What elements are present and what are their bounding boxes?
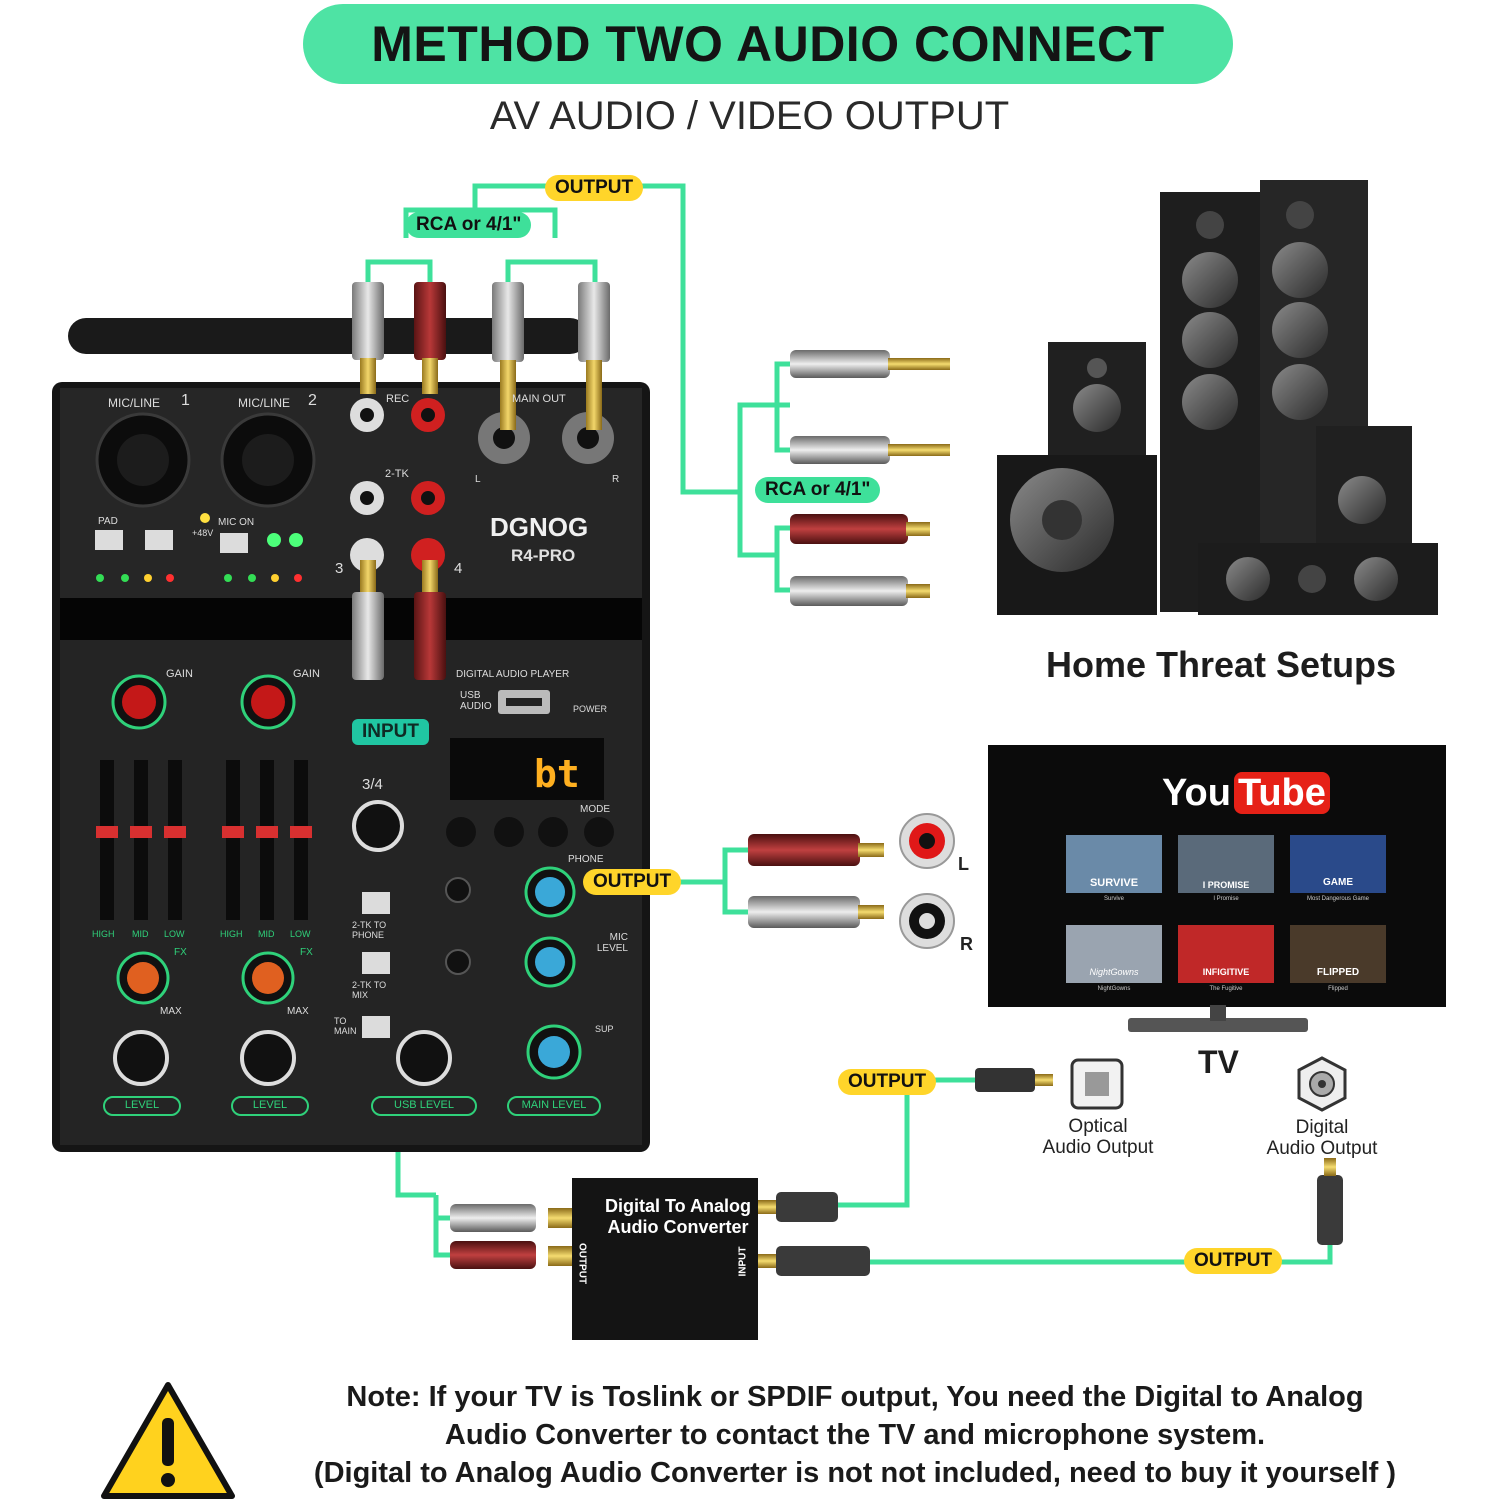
rca-right-label: R bbox=[960, 934, 973, 954]
note-line-2: Audio Converter to contact the TV and mi… bbox=[444, 1419, 1266, 1451]
ch3-label: 3 bbox=[335, 560, 344, 577]
optical-output-label: Optical Audio Output bbox=[1042, 1116, 1154, 1158]
fx-label-1: FX bbox=[174, 947, 187, 958]
rca-left-label: L bbox=[958, 854, 969, 874]
two-tk-to-phone-label: 2-TK TO PHONE bbox=[352, 920, 387, 940]
to-main-label: TO MAIN bbox=[334, 1016, 357, 1036]
converter-title-line1: Digital To Analog bbox=[605, 1196, 751, 1216]
eq-low-2: LOW bbox=[290, 929, 311, 939]
mixer-model: R4-PRO bbox=[511, 546, 576, 565]
thumb-sub-6: Flipped bbox=[1328, 986, 1348, 992]
speakers-caption: Home Threat Setups bbox=[1046, 644, 1397, 685]
thumb-sub-1: Survive bbox=[1103, 896, 1124, 902]
level-label-2: LEVEL bbox=[252, 1099, 288, 1111]
converter-input-label: INPUT bbox=[737, 1246, 749, 1277]
youtube-you: You bbox=[1162, 772, 1231, 814]
port-icons bbox=[1070, 1056, 1347, 1112]
tv-set bbox=[988, 745, 1446, 1032]
output-tag-optical: OUTPUT bbox=[838, 1069, 937, 1095]
eq-mid-2: MID bbox=[258, 929, 275, 939]
mic-on-label: MIC ON bbox=[218, 517, 255, 528]
eq-mid-1: MID bbox=[132, 929, 149, 939]
usb-level-label: USB LEVEL bbox=[394, 1099, 454, 1111]
phantom-label: +48V bbox=[192, 528, 214, 538]
eq-high-1: HIGH bbox=[92, 929, 115, 939]
ch1-label: MIC/LINE bbox=[108, 396, 161, 410]
thumb-title-6: FLIPPED bbox=[1316, 967, 1360, 978]
phone-label: PHONE bbox=[568, 854, 604, 865]
gain-label-1: GAIN bbox=[166, 668, 193, 680]
digital-audio-player-label: DIGITAL AUDIO PLAYER bbox=[456, 669, 570, 680]
mode-label: MODE bbox=[580, 804, 610, 815]
fx-max-2: MAX bbox=[287, 1006, 309, 1017]
fx-label-2: FX bbox=[300, 947, 313, 958]
output-tag-digital: OUTPUT bbox=[1184, 1248, 1283, 1274]
two-tk-label: 2-TK bbox=[385, 468, 409, 480]
power-label: POWER bbox=[573, 704, 608, 714]
converter-title: Digital To Analog Audio Converter bbox=[590, 1196, 766, 1238]
digital-output-label: Digital Audio Output bbox=[1266, 1117, 1378, 1159]
main-out-label: MAIN OUT bbox=[512, 393, 566, 405]
thumb-sub-4: NightGowns bbox=[1097, 986, 1131, 992]
ch34-label: 3/4 bbox=[362, 776, 383, 793]
note-line-3: (Digital to Analog Audio Converter is no… bbox=[313, 1457, 1397, 1489]
thumb-title-2: I PROMISE bbox=[1202, 880, 1250, 890]
right-plugs bbox=[748, 350, 950, 928]
input-tag: INPUT bbox=[352, 719, 429, 745]
note-text: Note: If your TV is Toslink or SPDIF out… bbox=[240, 1378, 1470, 1492]
page-title: METHOD TWO AUDIO CONNECT bbox=[371, 16, 1165, 72]
title-banner: METHOD TWO AUDIO CONNECT bbox=[303, 4, 1233, 84]
rca-jacks bbox=[899, 813, 955, 949]
mixer-display: bt bbox=[534, 752, 580, 796]
main-level-label: MAIN LEVEL bbox=[521, 1099, 587, 1111]
eq-low-1: LOW bbox=[164, 929, 185, 939]
warning-icon bbox=[101, 1382, 235, 1499]
tv-caption: TV bbox=[1198, 1044, 1239, 1080]
speaker-system bbox=[997, 180, 1438, 615]
mixer-plugs bbox=[352, 282, 610, 680]
thumb-title-5: INFIGITIVE bbox=[1202, 967, 1250, 977]
converter-title-line2: Audio Converter bbox=[607, 1217, 749, 1237]
youtube-tube: Tube bbox=[1233, 772, 1330, 814]
thumb-sub-3: Most Dangerous Game bbox=[1306, 896, 1370, 902]
usb-audio-label: USB AUDIO bbox=[460, 690, 492, 712]
sup-label: SUP bbox=[595, 1024, 614, 1034]
rec-label: REC bbox=[386, 393, 410, 405]
rca-tag-top: RCA or 4/1" bbox=[406, 212, 532, 238]
thumb-sub-2: I Promise bbox=[1213, 896, 1239, 902]
converter-output-label: OUTPUT bbox=[576, 1242, 588, 1285]
level-label-1: LEVEL bbox=[124, 1099, 160, 1111]
gain-label-2: GAIN bbox=[293, 668, 320, 680]
thumb-sub-5: The Fugitive bbox=[1209, 986, 1243, 992]
ch2-number: 2 bbox=[308, 392, 317, 409]
output-tag-top: OUTPUT bbox=[545, 175, 644, 201]
thumb-title-4: NightGowns bbox=[1089, 967, 1139, 977]
mixer-brand: DGNOG bbox=[490, 512, 589, 542]
ch4-label: 4 bbox=[454, 560, 463, 577]
page-subtitle: AV AUDIO / VIDEO OUTPUT bbox=[489, 94, 1010, 138]
ch2-label: MIC/LINE bbox=[238, 396, 291, 410]
pad-label: PAD bbox=[98, 516, 118, 527]
mixer bbox=[52, 318, 650, 1152]
two-tk-to-mix-label: 2-TK TO MIX bbox=[352, 980, 387, 1000]
eq-high-2: HIGH bbox=[220, 929, 243, 939]
mic-level-label: MIC LEVEL bbox=[596, 932, 628, 954]
rca-tag-right: RCA or 4/1" bbox=[755, 477, 881, 503]
ch1-number: 1 bbox=[181, 392, 190, 409]
thumb-title-3: GAME bbox=[1323, 877, 1353, 888]
fx-max-1: MAX bbox=[160, 1006, 182, 1017]
main-out-l: L bbox=[475, 474, 481, 485]
converter-device bbox=[450, 1068, 1343, 1340]
note-line-1: Note: If your TV is Toslink or SPDIF out… bbox=[346, 1381, 1364, 1413]
thumb-title-1: SURVIVE bbox=[1089, 877, 1139, 889]
output-tag-phone: OUTPUT bbox=[583, 869, 682, 895]
main-out-r: R bbox=[612, 474, 620, 485]
